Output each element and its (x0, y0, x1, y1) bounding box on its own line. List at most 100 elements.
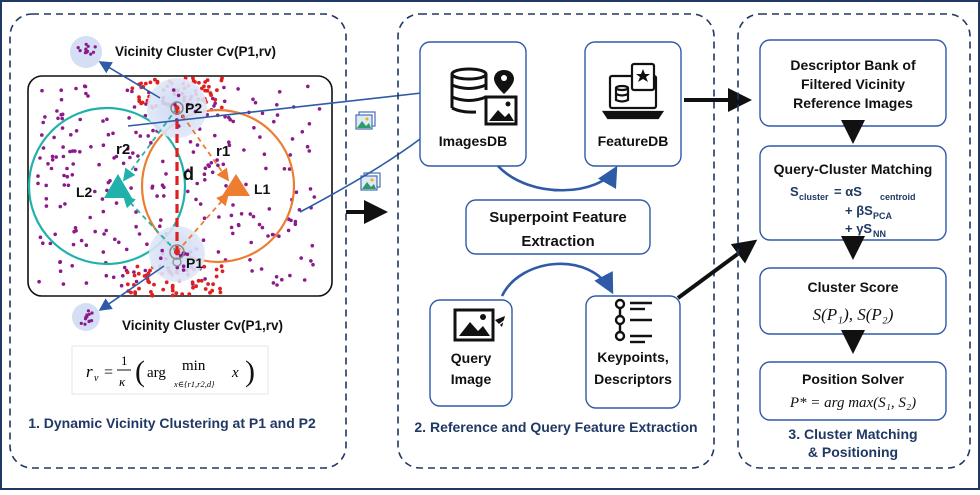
r2-line-p2 (122, 107, 178, 182)
matching-s-sub: cluster (799, 192, 829, 202)
reference-dot (101, 119, 105, 123)
reference-dot (260, 111, 265, 116)
keypoints-label-2: Descriptors (594, 371, 672, 387)
bank-label-3: Reference Images (793, 95, 913, 111)
picture-icon (484, 95, 518, 126)
reference-dot (242, 148, 246, 152)
reference-dot (59, 88, 63, 92)
reference-dot (221, 162, 226, 167)
query-picture-icon (453, 308, 509, 342)
reference-dot (38, 156, 42, 160)
reference-dot (58, 204, 63, 209)
solver-formula: P* = arg max(S₁, S₂) (789, 395, 916, 411)
reference-dot (121, 161, 126, 166)
reference-dot (105, 188, 109, 193)
reference-dot (84, 243, 89, 247)
reference-dot (122, 265, 127, 270)
reference-dot (132, 270, 136, 274)
route-dot (150, 293, 155, 298)
reference-dot (86, 94, 90, 98)
matching-pca: PCA (873, 211, 893, 221)
reference-dot (70, 173, 75, 177)
arrow-imagesdb-to-featuredb (497, 165, 618, 192)
reference-dot (69, 133, 73, 137)
panel3-title-2: & Positioning (808, 444, 898, 460)
reference-dot (111, 131, 115, 136)
reference-dot (60, 126, 65, 130)
reference-dot (138, 134, 143, 138)
reference-dot (158, 224, 162, 228)
reference-dot (119, 283, 124, 288)
reference-dot (111, 275, 116, 280)
reference-dot (248, 212, 253, 216)
route-dot (219, 264, 224, 269)
reference-dot (249, 240, 253, 245)
reference-dot (275, 283, 279, 287)
small-cluster-dot (85, 49, 90, 54)
reference-dot (229, 225, 234, 230)
solver-title: Position Solver (802, 371, 904, 387)
formula-eq: = (104, 364, 113, 381)
p1-marker-icon (169, 244, 185, 267)
reference-dot (260, 225, 265, 230)
panel3-title-1: 3. Cluster Matching (788, 426, 917, 442)
cluster-dot (159, 256, 163, 261)
query-image-label-1: Query (451, 350, 492, 366)
reference-dot (253, 100, 258, 105)
reference-dot (134, 210, 138, 214)
imagesdb-label: ImagesDB (439, 133, 507, 149)
matching-eq: = αS (834, 184, 862, 199)
reference-dot (49, 166, 54, 171)
anchor-l1-icon (222, 174, 250, 196)
route-dot (211, 282, 216, 287)
reference-dot (307, 122, 312, 126)
reference-dot (101, 143, 106, 147)
formula-den: κ (119, 374, 126, 389)
reference-dot (195, 181, 199, 186)
reference-dot (113, 237, 117, 242)
reference-dot (136, 154, 140, 158)
reference-dot (58, 260, 62, 265)
reference-dot (201, 238, 206, 242)
panel2-frame (397, 13, 715, 469)
reference-dot (48, 241, 53, 246)
reference-dot (101, 250, 106, 254)
route-dot (197, 80, 201, 85)
route-dot (206, 282, 211, 286)
reference-dot (203, 277, 207, 281)
r2-line-p1 (122, 194, 178, 253)
route-dot (203, 287, 208, 291)
reference-dot (164, 172, 168, 176)
route-dot (155, 80, 160, 85)
reference-dot (129, 186, 133, 190)
reference-dot (50, 154, 55, 159)
reference-dot (224, 184, 228, 188)
route-dot (164, 280, 169, 285)
cluster-dot (160, 248, 164, 253)
reference-dot (251, 97, 255, 102)
reference-dot (259, 267, 264, 271)
reference-dot (227, 143, 232, 147)
reference-dot (78, 117, 82, 122)
route-dot (218, 290, 223, 295)
cluster-bottom-label: Vicinity Cluster Cv(P1,rv) (122, 318, 283, 333)
reference-dot (311, 262, 315, 267)
reference-dot (61, 145, 65, 149)
reference-dot (146, 134, 150, 138)
route-dot (146, 279, 151, 284)
reference-dot (266, 234, 270, 238)
reference-dot (145, 242, 149, 246)
matching-s: S (790, 184, 799, 199)
matching-pca-pre: + βS (845, 203, 873, 218)
panel2-title: 2. Reference and Query Feature Extractio… (414, 419, 697, 435)
small-cluster-dot (86, 309, 90, 313)
reference-dot (114, 154, 119, 159)
keypoints-box (585, 295, 681, 409)
small-cluster-dot (89, 52, 93, 56)
reference-dot (36, 181, 40, 186)
matching-formula: S cluster = αS centroid + βS PCA + γS NN (790, 184, 916, 239)
cluster-dot (186, 102, 190, 107)
small-cluster-dots (76, 42, 97, 326)
reference-dot (60, 116, 64, 121)
reference-dot (56, 116, 60, 121)
